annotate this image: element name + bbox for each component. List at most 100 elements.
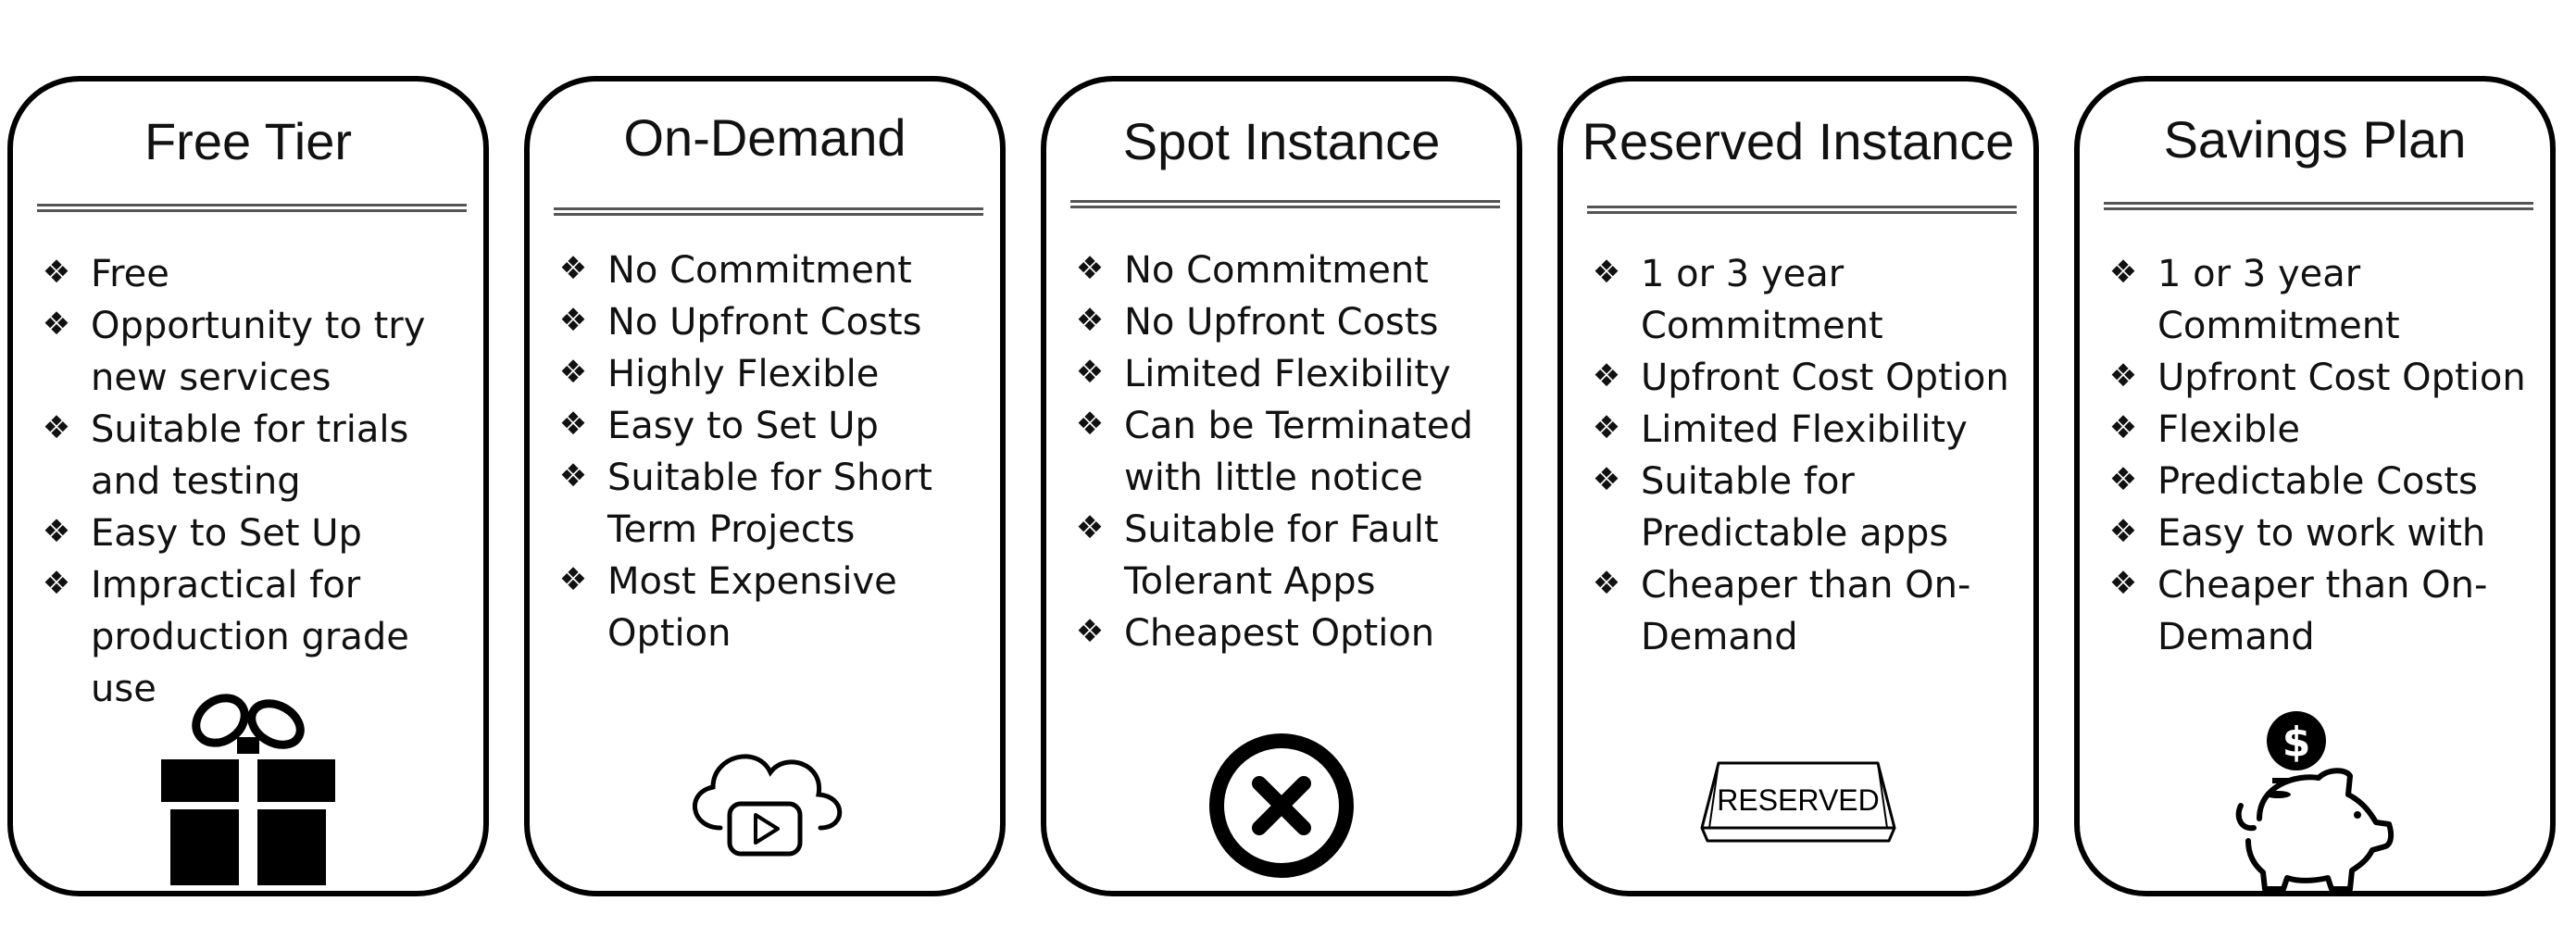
card-title: Free Tier [144, 112, 353, 170]
card-spot-instance: Spot Instance ❖No Commitment ❖No Upfront… [1041, 76, 1522, 896]
bullet-icon: ❖ [1592, 254, 1621, 291]
feature-item: ❖ Easy to Set Up [550, 400, 994, 452]
bullet-icon: ❖ [42, 306, 71, 343]
card-on-demand: On-Demand ❖ No Commitment ❖ No Upfront Cos… [524, 76, 1006, 896]
feature-item: ❖ Highly Flexible [550, 348, 994, 400]
card-title: Spot Instance [1122, 112, 1441, 170]
feature-text: Suitable for Predictable apps [1641, 460, 1949, 555]
feature-text: Cheapest Option [1124, 612, 1435, 655]
bullet-icon: ❖ [558, 302, 588, 339]
cloud-play-icon [530, 739, 1000, 869]
feature-text: No Commitment [607, 249, 912, 292]
title-divider [37, 204, 467, 212]
feature-item: ❖ No Commitment [1067, 244, 1511, 296]
feature-text: 1 or 3 year Commitment [1641, 253, 1883, 347]
bullet-icon: ❖ [1592, 565, 1621, 602]
feature-text: Cheaper than On-Demand [2157, 564, 2488, 658]
bullet-icon: ❖ [42, 565, 71, 602]
card-reserved-instance: Reserved Instance ❖ 1 or 3 year Commitmen… [1557, 76, 2039, 896]
bullet-icon: ❖ [1075, 250, 1105, 287]
coin-dollar-text: $ [2282, 719, 2311, 766]
feature-text: Upfront Cost Option [1641, 357, 2009, 399]
feature-item: ❖ 1 or 3 year Commitment [2100, 248, 2545, 352]
title-divider [554, 207, 983, 216]
feature-item: ❖ Upfront Cost Option [1583, 352, 2028, 404]
bullet-icon: ❖ [42, 513, 71, 550]
feature-item: ❖ Easy to Set Up [33, 507, 478, 559]
feature-item: ❖ Cheaper than On-Demand [1583, 559, 2028, 663]
feature-text: Limited Flexibility [1124, 353, 1451, 395]
feature-item: ❖ Opportunity to try new services [33, 300, 478, 404]
reserved-sign-text: RESERVED [1717, 783, 1879, 817]
bullet-icon: ❖ [558, 354, 588, 391]
feature-text: No Commitment [1124, 249, 1429, 292]
gift-icon [13, 693, 483, 887]
feature-text: Easy to Set Up [91, 512, 362, 555]
card-title: Savings Plan [2163, 110, 2467, 169]
bullet-icon: ❖ [42, 254, 71, 291]
feature-item: ❖ Cheaper than On-Demand [2100, 559, 2545, 663]
bullet-icon: ❖ [558, 250, 588, 287]
feature-item: ❖ Free [33, 248, 478, 300]
title-divider [2104, 202, 2533, 210]
bullet-icon: ❖ [1075, 509, 1105, 546]
card-title: Reserved Instance [1582, 112, 2015, 170]
feature-text: Most Expensive Option [607, 560, 897, 655]
feature-item: ❖ Limited Flexibility [1067, 348, 1511, 400]
title-divider [1587, 206, 2017, 214]
feature-list: ❖ No Commitment ❖ No Upfront Costs ❖ Highly… [550, 244, 994, 659]
feature-item: ❖No Upfront Costs [1067, 296, 1511, 348]
feature-text: Easy to Set Up [607, 405, 879, 447]
feature-item: ❖ Easy to work with [2100, 507, 2545, 559]
bullet-icon: ❖ [558, 561, 588, 598]
card-savings-plan: Savings Plan ❖1 or 3 year Commitment ❖Up… [2074, 76, 2556, 896]
bullet-icon: ❖ [1075, 354, 1105, 391]
feature-item: ❖ Flexible [2100, 404, 2545, 456]
feature-item: ❖Upfront Cost Option [2100, 352, 2545, 404]
reserved-sign-icon: RESERVED [1563, 757, 2033, 850]
feature-text: Suitable for Short Term Projects [607, 457, 932, 551]
feature-text: Predictable Costs [2157, 460, 2478, 503]
feature-text: Upfront Cost Option [2157, 357, 2526, 399]
bullet-icon: ❖ [2108, 254, 2138, 291]
feature-item: ❖ Predictable Costs [2100, 456, 2545, 507]
feature-item: ❖ Cheapest Option [1067, 607, 1511, 659]
feature-text: Suitable for trials and testing [91, 408, 409, 503]
piggy-bank-icon: $ [2080, 707, 2550, 893]
feature-text: Flexible [2157, 408, 2300, 451]
feature-list: ❖ Free ❖ Opportunity to try new services ❖… [33, 248, 478, 715]
bullet-icon: ❖ [2108, 513, 2138, 550]
feature-text: Easy to work with [2157, 512, 2486, 555]
bullet-icon: ❖ [1075, 613, 1105, 650]
bullet-icon: ❖ [558, 406, 588, 443]
feature-item: ❖ No Commitment [550, 244, 994, 296]
feature-text: No Upfront Costs [1124, 301, 1439, 344]
bullet-icon: ❖ [2108, 565, 2138, 602]
feature-text: No Upfront Costs [607, 301, 922, 344]
feature-text: Highly Flexible [607, 353, 880, 395]
cancel-x-icon [1046, 730, 1517, 882]
feature-text: Can be Terminated with little notice [1124, 405, 1473, 499]
bullet-icon: ❖ [1075, 406, 1105, 443]
feature-text: Cheaper than On-Demand [1641, 564, 1971, 658]
feature-text: Free [91, 253, 169, 295]
feature-item: ❖ Suitable for Short Term Projects [550, 452, 994, 556]
bullet-icon: ❖ [42, 409, 71, 446]
card-title: On-Demand [623, 108, 907, 167]
feature-item: ❖ No Upfront Costs [550, 296, 994, 348]
card-free-tier: Free Tier ❖ Free ❖ Opportunity to try new … [7, 76, 489, 896]
title-divider [1070, 200, 1500, 208]
feature-list: ❖No Commitment ❖No Upfront Costs ❖Limite… [1067, 244, 1511, 659]
bullet-icon: ❖ [2108, 461, 2138, 498]
feature-text: Opportunity to try new services [91, 305, 426, 399]
feature-item: ❖ Can be Terminated with little notice [1067, 400, 1511, 504]
feature-list: ❖1 or 3 year Commitment ❖Upfront Cost Op… [2100, 248, 2545, 663]
bullet-icon: ❖ [1592, 357, 1621, 394]
feature-item: ❖ Most Expensive Option [550, 556, 994, 659]
feature-item: ❖ 1 or 3 year Commitment [1583, 248, 2028, 352]
bullet-icon: ❖ [558, 457, 588, 495]
feature-text: Impractical for production grade use [91, 564, 409, 710]
bullet-icon: ❖ [2108, 409, 2138, 446]
feature-text: 1 or 3 year Commitment [2157, 253, 2400, 347]
bullet-icon: ❖ [1592, 409, 1621, 446]
